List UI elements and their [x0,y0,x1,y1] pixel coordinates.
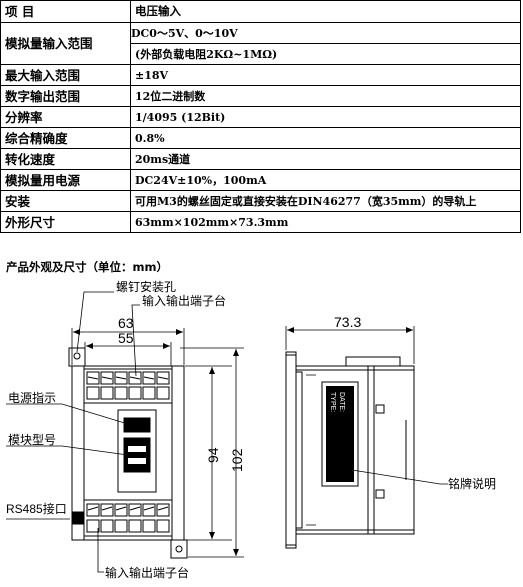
model-label [123,437,151,473]
rs485-connector [71,511,85,525]
callout-io-terminal-top: 输入输出端子台 [142,293,226,308]
spec-row-max-input: 最大输入范围 ±18V [0,64,521,86]
spec-label: 模拟量用电源 [0,169,131,191]
leader-io-top [131,304,140,377]
terminal-screws-bottom [86,503,170,533]
spec-header-label: 项 目 [0,0,131,23]
spec-row-analog-input-range: 模拟量输入范围 DC0～5V、0～10V (外部负载电阻2KΩ~1MΩ) [0,22,521,65]
top-latch [375,404,385,414]
spec-value: 12位二进制数 [130,85,521,107]
leader-power [6,403,129,425]
callout-nameplate: 铭牌说明 [448,476,496,491]
spec-value: (外部负载电阻2KΩ~1MΩ) [135,47,278,61]
callout-leaders [6,291,140,573]
spec-label: 安装 [0,190,131,212]
spec-row-mounting: 安装 可用M3的螺丝固定或直接安装在DIN46277（宽35mm）的导轨上 [0,190,521,212]
spec-value: ±18V [130,64,521,86]
dim-label-63: 63 [118,315,134,331]
leader-io-bottom [97,528,104,573]
spec-label: 数字输出范围 [0,85,131,107]
spec-label: 分辨率 [0,106,131,128]
spec-label: 外形尺寸 [0,211,131,233]
spec-value: 0.8% [130,127,521,149]
spec-row-accuracy: 综合精确度 0.8% [0,127,521,149]
spec-label: 模拟量输入范围 [0,22,131,65]
spec-value: 20ms通道 [130,148,521,170]
spec-header-row: 项 目 电压输入 [0,0,521,23]
dimension-drawing: 63 55 94 102 螺钉安装孔 输入输出端子台 电源指示 模块型号 RS4… [6,279,496,580]
spec-value: 63mm×102mm×73.3mm [130,211,521,233]
spec-label: 最大输入范围 [0,64,131,86]
screw-hole-top [73,352,81,360]
spec-value: DC0～5V、0～10V [131,24,520,44]
dim-label-55: 55 [118,330,134,346]
dim-label-102: 102 [229,448,245,472]
spec-value: 1/4095 (12Bit) [130,106,521,128]
callout-screw-hole: 螺钉安装孔 [116,279,176,294]
callout-rs485: RS485接口 [6,501,67,516]
section-title: 产品外观及尺寸（单位：mm） [6,260,168,274]
terminal-screws-top [86,371,170,400]
spec-value: 可用M3的螺丝固定或直接安装在DIN46277（宽35mm）的导轨上 [130,190,521,212]
side-top-step [345,356,401,366]
bottom-latch [375,489,385,499]
spec-row-dimensions: 外形尺寸 63mm×102mm×73.3mm [0,211,521,233]
spec-label: 转化速度 [0,148,131,170]
spec-label: 综合精确度 [0,127,131,149]
side-view [285,351,415,549]
terminal-block-bottom [83,499,173,537]
spec-row-resolution: 分辨率 1/4095 (12Bit) [0,106,521,128]
terminal-block-top [83,368,173,404]
spec-row-digital-output: 数字输出范围 12位二进制数 [0,85,521,107]
spec-header-value: 电压输入 [130,0,521,23]
dim-label-73-3: 73.3 [334,314,361,330]
callout-module-model: 模块型号 [8,433,56,447]
leader-screw-hole [76,291,114,353]
nameplate-type: TYPE: [329,392,336,412]
front-dimensions [71,328,244,558]
nameplate-date: DATE: [338,392,345,412]
dim-label-94: 94 [205,447,221,463]
spec-value: DC24V±10%，100mA [130,169,521,191]
screw-hole-bottom [175,545,183,553]
spec-row-power: 模拟量用电源 DC24V±10%，100mA [0,169,521,191]
din-rail-clip [285,351,297,549]
callout-power-indicator: 电源指示 [8,390,56,405]
callout-io-terminal-bottom: 输入输出端子台 [105,565,189,580]
mount-ear-bottom-right [170,539,188,559]
power-led [123,417,151,433]
spec-value-cell: DC0～5V、0～10V (外部负载电阻2KΩ~1MΩ) [130,22,521,65]
leader-model [6,445,129,456]
leader-nameplate [351,469,448,485]
spec-row-conversion-speed: 转化速度 20ms通道 [0,148,521,170]
spec-table: 项 目 电压输入 模拟量输入范围 DC0～5V、0～10V (外部负载电阻2KΩ… [0,0,521,233]
front-view [68,347,188,559]
